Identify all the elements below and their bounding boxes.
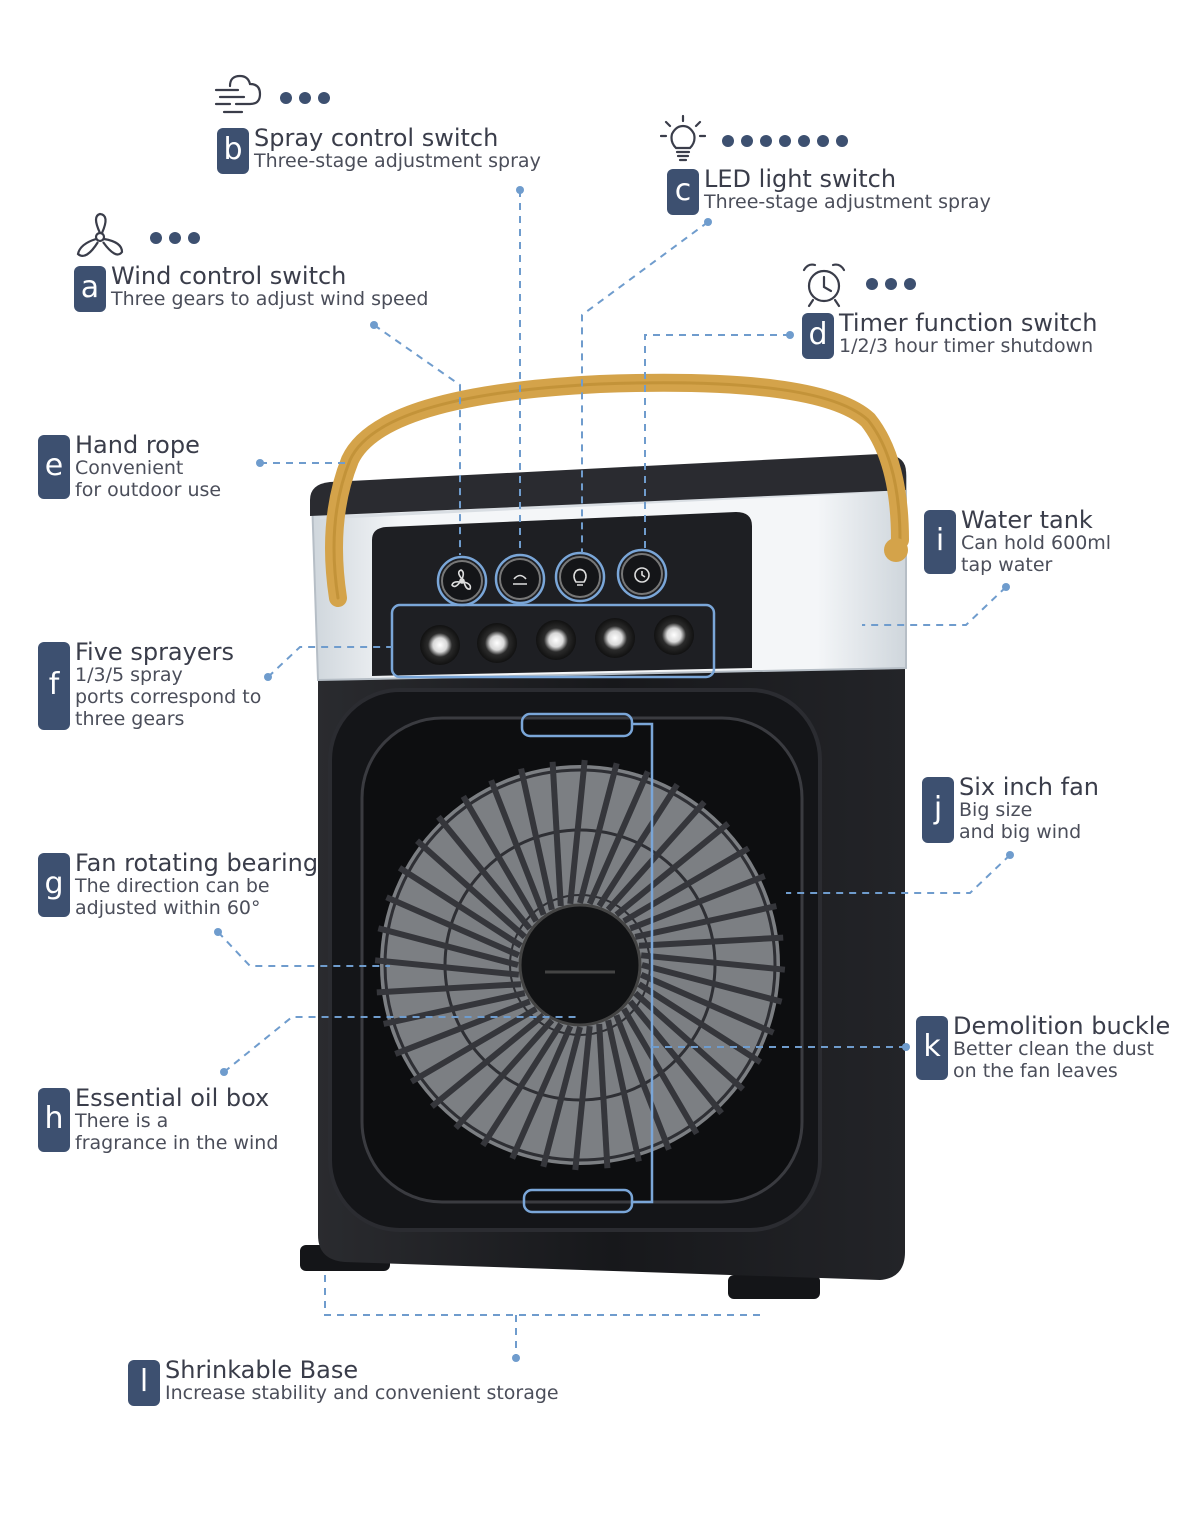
badge-e: e [38,435,70,499]
bulb-icon [660,114,706,162]
feature-desc: Big size and big wind [959,799,1082,843]
feature-desc: The direction can be adjusted within 60° [75,875,270,919]
feature-title: Essential oil box [75,1084,270,1112]
level-dot [779,135,791,147]
level-dot [904,278,916,290]
level-dot [885,278,897,290]
badge-c: c [667,169,699,215]
badge-a: a [74,266,106,312]
feature-title: Five sprayers [75,638,234,666]
buckle-bracket [632,722,654,1204]
feature-desc: Three gears to adjust wind speed [111,288,429,310]
level-dot [280,92,292,104]
feature-title: Timer function switch [839,309,1098,337]
feature-desc: Three-stage adjustment spray [254,150,541,172]
wind-level-dots [150,232,200,244]
feature-title: Demolition buckle [953,1012,1171,1040]
spray-icon [214,74,262,114]
badge-h: h [38,1088,70,1152]
level-dot [169,232,181,244]
badge-l: l [128,1360,160,1406]
badge-f: f [38,642,70,730]
feature-title: Water tank [961,506,1093,534]
level-dot [299,92,311,104]
led-button [559,556,601,598]
feature-desc: 1/2/3 hour timer shutdown [839,335,1094,357]
level-dot [722,135,734,147]
badge-d: d [802,313,834,359]
level-dot [760,135,772,147]
feature-desc: There is a fragrance in the wind [75,1110,279,1154]
leader-lines [217,190,1011,1358]
feature-desc: Better clean the dust on the fan leaves [953,1038,1154,1082]
level-dot [188,232,200,244]
timer-level-dots [866,278,916,290]
alarm-clock-icon [802,263,846,308]
leader-dots [214,186,1014,1362]
spray-level-dots [280,92,330,104]
feature-desc: 1/3/5 spray ports correspond to three ge… [75,664,262,730]
five-sprayers [420,615,694,665]
feature-title: Six inch fan [959,773,1100,801]
badge-j: j [922,777,954,843]
badge-k: k [916,1016,948,1080]
badge-g: g [38,853,70,917]
tank-lid [310,454,906,516]
right-foot [728,1275,820,1299]
feature-desc: Increase stability and convenient storag… [165,1382,559,1404]
level-dot [836,135,848,147]
level-dot [150,232,162,244]
feature-desc: Convenient for outdoor use [75,457,222,501]
led-level-dots [722,135,848,147]
fan-hub [518,903,642,1027]
level-dot [866,278,878,290]
level-dot [318,92,330,104]
level-dot [817,135,829,147]
badge-b: b [217,128,249,174]
fan-icon [76,212,124,257]
feature-title: Hand rope [75,431,200,459]
control-buttons [441,553,663,602]
feature-desc: Can hold 600ml tap water [961,532,1112,576]
feature-title: Spray control switch [254,124,499,152]
spray-button [499,558,541,600]
feature-title: Fan rotating bearing [75,849,319,877]
feature-title: LED light switch [704,165,897,193]
feature-desc: Three-stage adjustment spray [704,191,991,213]
feature-title: Wind control switch [111,262,347,290]
feature-title: Shrinkable Base [165,1356,359,1384]
level-dot [798,135,810,147]
level-dot [741,135,753,147]
badge-i: i [924,510,956,574]
sprayers-highlight [390,603,716,679]
